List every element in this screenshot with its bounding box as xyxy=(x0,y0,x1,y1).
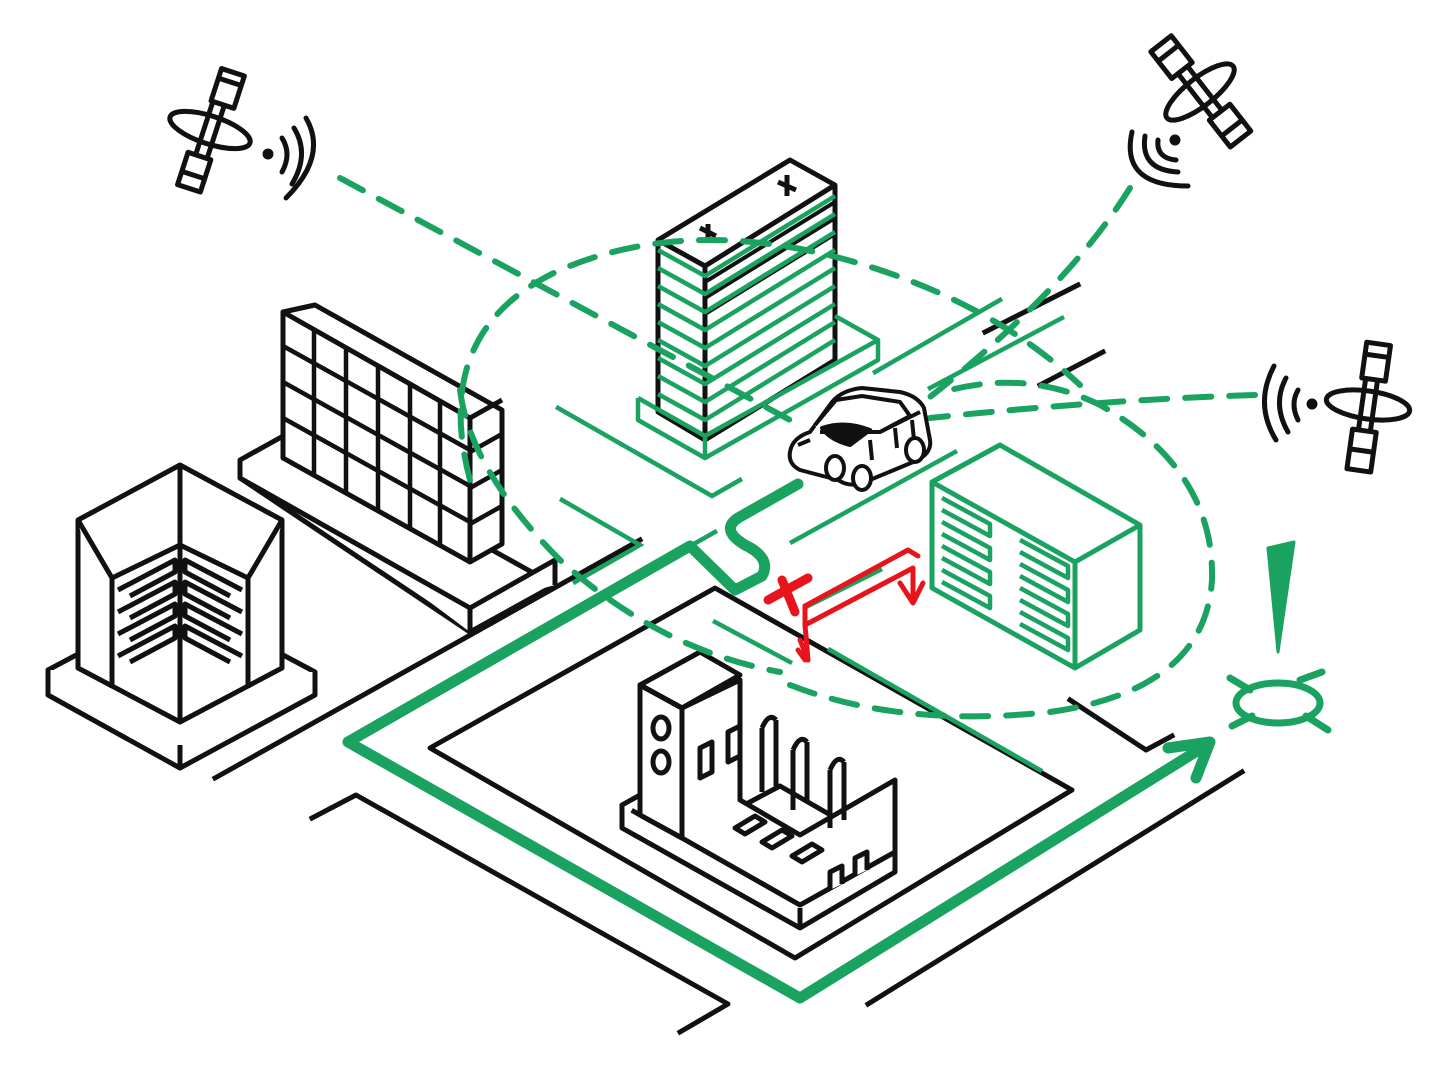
satellite-icon xyxy=(1148,33,1254,150)
road-edge-bottom-left xyxy=(308,792,731,1036)
road-edge-bottom-right xyxy=(864,768,1246,1008)
road-edge-right-mid xyxy=(1036,348,1107,389)
road-edge-factory-block xyxy=(427,585,1075,961)
car-icon xyxy=(787,386,933,492)
signal-wave-icon xyxy=(262,115,316,201)
route-arrow-icon xyxy=(342,478,1216,1004)
dash-ring-bottom xyxy=(787,379,1216,720)
signal-wave-icon xyxy=(1262,363,1318,443)
road-edge-right-lower xyxy=(1066,696,1176,753)
signal-dashes xyxy=(337,175,1258,720)
factory-icon xyxy=(619,649,898,931)
office-tower-icon xyxy=(635,157,881,461)
dash-topright-satellite-to-car xyxy=(897,185,1133,423)
striped-building-icon xyxy=(929,442,1143,671)
grid-building-icon xyxy=(237,302,558,635)
blocked-route-icon xyxy=(763,547,926,663)
signal-wave-icon xyxy=(1127,129,1191,189)
green-street-lines xyxy=(554,296,1066,774)
dash-ring-left-lower xyxy=(457,387,783,675)
destination-marker-icon xyxy=(1226,540,1332,734)
satellite-icon xyxy=(167,66,253,195)
satellite-icon xyxy=(1323,339,1413,475)
dash-left-satellite-to-car xyxy=(337,175,793,423)
road-edge-left-long xyxy=(211,536,644,782)
road-lines xyxy=(211,281,1246,1036)
dash-ring-upper xyxy=(457,237,1083,483)
l-shaped-building-icon xyxy=(45,462,318,771)
